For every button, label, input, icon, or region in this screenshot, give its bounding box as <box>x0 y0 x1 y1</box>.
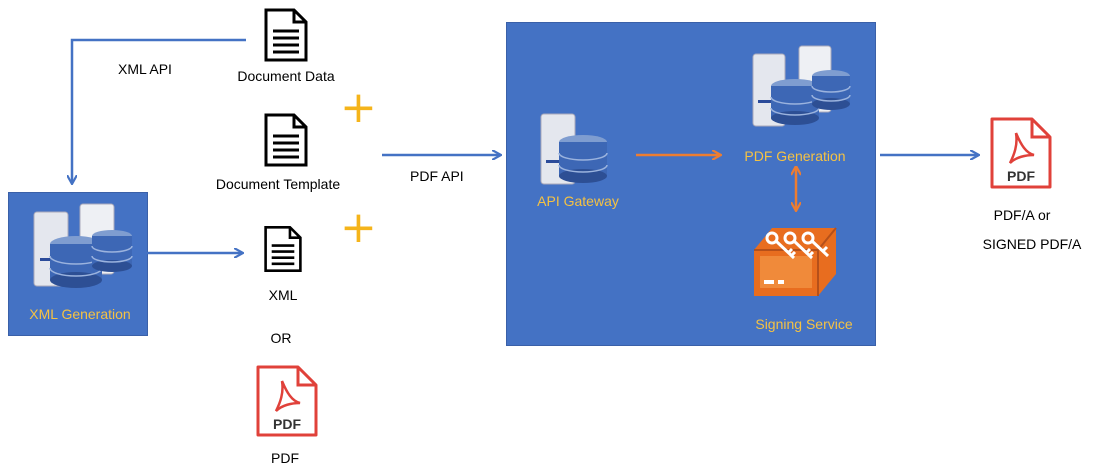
svg-text:PDF: PDF <box>1007 168 1035 184</box>
xml-document-icon <box>264 225 302 273</box>
pdf-api-label: PDF API <box>410 168 464 184</box>
document-data-label: Document Data <box>237 68 335 84</box>
document-template-label: Document Template <box>215 176 341 192</box>
xml-label: XML <box>268 287 298 303</box>
plus-icon: + <box>340 202 377 253</box>
document-template-icon <box>264 113 308 167</box>
pdf-output-icon: PDF <box>990 117 1052 189</box>
document-data-icon <box>264 8 308 62</box>
pdf-input-icon: PDF <box>256 365 318 437</box>
signing-service-label: Signing Service <box>755 316 853 332</box>
pdf-generation-label: PDF Generation <box>744 148 846 164</box>
xml-api-label: XML API <box>118 61 172 77</box>
xml-generation-server-icon <box>33 203 133 288</box>
xml-api-arrow <box>72 38 246 183</box>
pdf-generation-server-icon <box>752 45 851 127</box>
output-format-label-line2: SIGNED PDF/A <box>982 236 1082 252</box>
api-gateway-label: API Gateway <box>537 193 619 209</box>
output-format-label-line1: PDF/A or <box>993 207 1051 223</box>
api-gateway-server-icon <box>540 113 608 185</box>
svg-text:PDF: PDF <box>273 416 301 432</box>
signing-service-keys-icon <box>754 227 837 296</box>
plus-icon: + <box>340 82 377 133</box>
or-label: OR <box>270 330 292 346</box>
xml-generation-label: XML Generation <box>29 306 131 322</box>
pdf-label: PDF <box>271 450 299 466</box>
